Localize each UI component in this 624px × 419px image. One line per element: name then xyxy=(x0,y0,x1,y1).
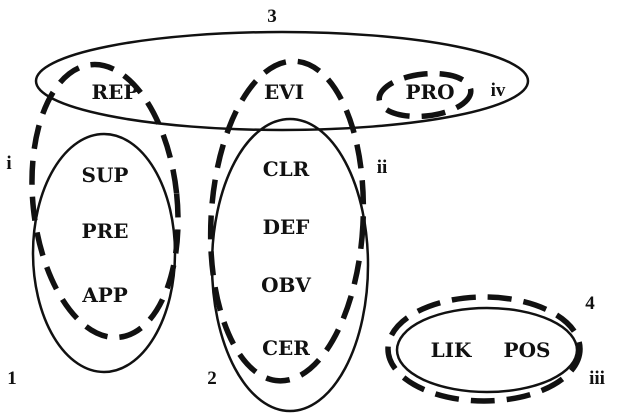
term-app: APP xyxy=(81,283,128,307)
term-rep: REP xyxy=(92,80,139,104)
cluster-ii-ellipse xyxy=(207,58,367,384)
group-3-ellipse xyxy=(34,30,530,132)
term-clr: CLR xyxy=(263,157,310,181)
term-sup: SUP xyxy=(82,163,129,187)
cluster-ii-label: ii xyxy=(377,157,388,178)
group-1-number: 1 xyxy=(7,368,17,389)
term-pos: POS xyxy=(504,338,551,362)
group-4-ellipse xyxy=(395,306,579,394)
term-evi: EVI xyxy=(264,80,304,104)
group-3-number: 3 xyxy=(267,6,277,27)
cluster-iv-label: iv xyxy=(491,80,506,101)
term-obv: OBV xyxy=(261,273,311,297)
cluster-i-ellipse xyxy=(29,61,181,341)
term-pro: PRO xyxy=(405,80,454,104)
cluster-iii-ellipse xyxy=(385,294,583,404)
term-cer: CER xyxy=(262,336,310,360)
group-4-number: 4 xyxy=(585,293,595,314)
term-pre: PRE xyxy=(82,219,129,243)
term-def: DEF xyxy=(263,215,310,239)
cluster-i-label: i xyxy=(6,153,11,174)
cluster-iv-ellipse xyxy=(376,70,474,120)
term-lik: LIK xyxy=(431,338,472,362)
group-2-number: 2 xyxy=(207,368,217,389)
cluster-iii-label: iii xyxy=(589,368,605,389)
